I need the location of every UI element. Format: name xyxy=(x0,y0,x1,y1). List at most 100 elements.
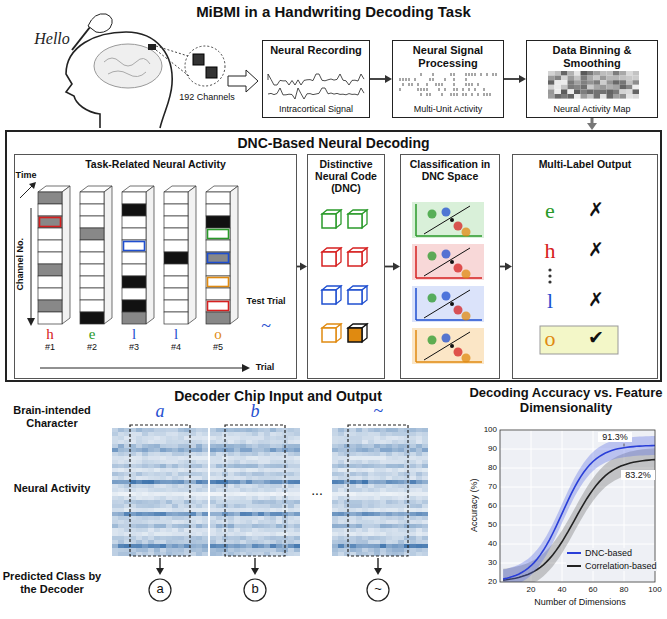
activity-cell xyxy=(166,524,172,528)
activity-cell xyxy=(202,508,208,512)
activity-cell xyxy=(338,536,344,540)
activity-cell xyxy=(234,488,240,492)
activity-cell xyxy=(416,520,422,524)
activity-cell xyxy=(350,440,356,444)
activity-cell xyxy=(210,448,216,452)
activity-cell xyxy=(166,540,172,544)
activity-cell xyxy=(172,516,178,520)
activity-cell xyxy=(124,532,130,536)
activity-cell xyxy=(216,484,222,488)
label-text: Predicted Class by the Decoder xyxy=(2,570,102,595)
activity-cell xyxy=(422,492,428,496)
label-text: 60 xyxy=(581,585,605,594)
activity-cell xyxy=(130,536,136,540)
activity-cell xyxy=(380,492,386,496)
channel-cell xyxy=(164,264,188,276)
activity-cell xyxy=(362,532,368,536)
activity-cell xyxy=(264,452,270,456)
activity-cell xyxy=(258,528,264,532)
activity-cell xyxy=(202,528,208,532)
activity-cell xyxy=(380,464,386,468)
activity-cell xyxy=(136,520,142,524)
map-cell xyxy=(607,76,614,81)
activity-cell xyxy=(368,516,374,520)
activity-cell xyxy=(422,500,428,504)
spike-tick xyxy=(451,73,452,76)
test-point xyxy=(450,344,454,348)
activity-cell xyxy=(338,448,344,452)
activity-cell xyxy=(252,524,258,528)
activity-cell xyxy=(276,456,282,460)
activity-cell xyxy=(210,464,216,468)
plot-axis xyxy=(416,361,482,363)
activity-cell xyxy=(276,428,282,432)
spike-tick xyxy=(478,93,479,96)
activity-cell xyxy=(294,456,300,460)
activity-cell xyxy=(344,432,350,436)
activity-cell xyxy=(392,528,398,532)
activity-cell xyxy=(190,500,196,504)
activity-cell xyxy=(258,520,264,524)
activity-cell xyxy=(166,532,172,536)
activity-cell xyxy=(160,428,166,432)
dot xyxy=(548,280,551,283)
activity-cell xyxy=(368,512,374,516)
activity-cell xyxy=(178,444,184,448)
activity-cell xyxy=(392,524,398,528)
activity-cell xyxy=(288,492,294,496)
activity-cell xyxy=(368,476,374,480)
activity-cell xyxy=(178,536,184,540)
label-text: #4 xyxy=(164,342,188,352)
activity-cell xyxy=(216,520,222,524)
activity-cell xyxy=(416,532,422,536)
activity-cell xyxy=(404,544,410,548)
activity-cell xyxy=(228,452,234,456)
activity-cell xyxy=(344,436,350,440)
activity-cell xyxy=(234,528,240,532)
activity-cell xyxy=(356,464,362,468)
activity-cell xyxy=(196,456,202,460)
activity-cell xyxy=(422,432,428,436)
activity-cell xyxy=(118,448,124,452)
activity-cell xyxy=(338,480,344,484)
activity-cell xyxy=(136,528,142,532)
activity-cell xyxy=(270,460,276,464)
activity-cell xyxy=(264,460,270,464)
map-cell xyxy=(626,76,633,81)
activity-cell xyxy=(154,472,160,476)
activity-cell xyxy=(160,492,166,496)
activity-cell xyxy=(124,508,130,512)
activity-cell xyxy=(112,532,118,536)
activity-cell xyxy=(338,472,344,476)
activity-cell xyxy=(166,536,172,540)
activity-cell xyxy=(130,456,136,460)
label-text: ✔ xyxy=(584,327,608,349)
channel-cell xyxy=(164,192,188,204)
code-highlight xyxy=(208,230,229,239)
label-text: l xyxy=(164,326,188,343)
activity-cell xyxy=(362,448,368,452)
activity-cell xyxy=(392,532,398,536)
label-text: Neural Activity xyxy=(2,482,102,495)
activity-cell xyxy=(368,484,374,488)
channel-cell xyxy=(38,240,62,252)
activity-cell xyxy=(264,436,270,440)
activity-cell xyxy=(392,472,398,476)
activity-cell xyxy=(172,488,178,492)
activity-cell xyxy=(252,456,258,460)
channel-cell xyxy=(164,300,188,312)
activity-cell xyxy=(392,436,398,440)
activity-cell xyxy=(398,476,404,480)
activity-cell xyxy=(190,484,196,488)
activity-cell xyxy=(252,476,258,480)
activity-cell xyxy=(172,548,178,552)
activity-cell xyxy=(240,492,246,496)
activity-cell xyxy=(374,520,380,524)
activity-cell xyxy=(374,440,380,444)
activity-cell xyxy=(228,512,234,516)
activity-cell xyxy=(142,468,148,472)
activity-cell xyxy=(356,428,362,432)
activity-cell xyxy=(356,432,362,436)
process-box: Multi-Label Output xyxy=(512,154,658,379)
activity-cell xyxy=(216,536,222,540)
